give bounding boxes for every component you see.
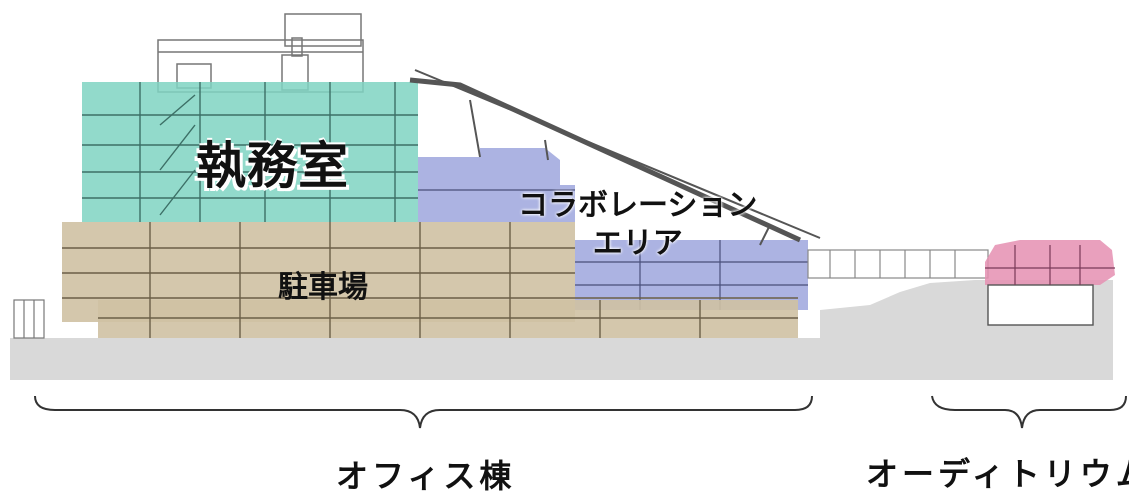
- auditorium-label: オーディトリウム: [866, 455, 1129, 493]
- office-building-brace: [34, 395, 813, 429]
- ground: [10, 338, 1113, 380]
- office-area-zone: [82, 82, 418, 222]
- office-area-label: 執務室: [196, 137, 349, 195]
- parking-zone: [62, 222, 798, 338]
- office-building-label: オフィス棟: [336, 457, 516, 495]
- collaboration-label-line2: エリア: [592, 226, 683, 261]
- collaboration-area-label: コラボレーション エリア: [518, 187, 757, 263]
- site-fence: [13, 299, 45, 339]
- parking-label: 駐車場: [278, 270, 368, 305]
- auditorium-brace: [931, 395, 1127, 429]
- auditorium-zone: [985, 240, 1115, 326]
- building-section-drawing: [10, 13, 1127, 429]
- rooftop-equipment: [157, 13, 364, 93]
- walkway-bridge: [807, 249, 989, 279]
- collaboration-label-line1: コラボレーション: [518, 188, 758, 223]
- roof-truss: [409, 69, 821, 246]
